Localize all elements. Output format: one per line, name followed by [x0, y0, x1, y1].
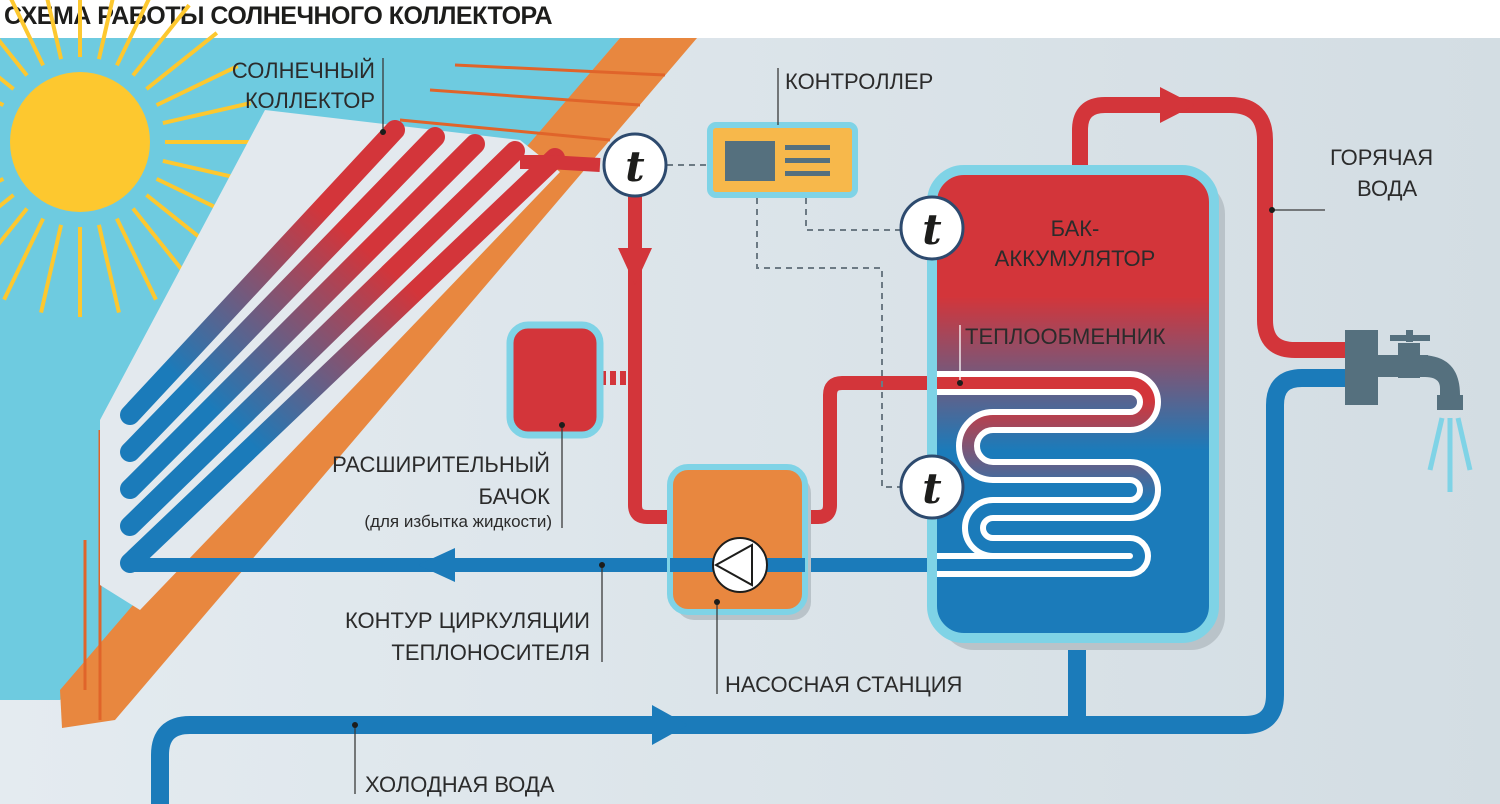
collector-tube	[120, 127, 445, 462]
collector-tube	[120, 148, 565, 573]
temperature-sensor-icon: t	[899, 454, 965, 520]
roof	[60, 38, 697, 728]
svg-text:АККУМУЛЯТОР: АККУМУЛЯТОР	[995, 246, 1156, 271]
sun-ray	[115, 0, 151, 67]
hot-water-pipe	[1072, 97, 1345, 358]
sun-ray	[96, 0, 115, 60]
svg-text:БАЧОК: БАЧОК	[479, 484, 551, 509]
collector-tubes	[120, 120, 565, 573]
svg-text:РАСШИРИТЕЛЬНЫЙ: РАСШИРИТЕЛЬНЫЙ	[332, 452, 550, 477]
cold-water-pipe	[151, 369, 1345, 804]
sun-ray	[0, 75, 15, 91]
svg-text:ТЕПЛОНОСИТЕЛЯ: ТЕПЛОНОСИТЕЛЯ	[391, 640, 590, 665]
svg-text:ТЕПЛООБМЕННИК: ТЕПЛООБМЕННИК	[965, 324, 1166, 349]
controller	[707, 122, 858, 198]
sun-ray	[45, 0, 64, 60]
svg-text:ВОДА: ВОДА	[1357, 176, 1417, 201]
sun-ray	[96, 224, 121, 314]
flow-arrow-icon	[1160, 87, 1195, 123]
label-solar-collector: СОЛНЕЧНЫЙ КОЛЛЕКТОР	[232, 58, 386, 135]
svg-text:БАК-: БАК-	[1051, 216, 1100, 241]
faucet-icon	[1345, 330, 1463, 410]
svg-text:КОНТУР ЦИРКУЛЯЦИИ: КОНТУР ЦИРКУЛЯЦИИ	[345, 608, 590, 633]
svg-text:t: t	[922, 464, 941, 513]
sun-ray	[162, 101, 252, 126]
collector-tube	[120, 134, 485, 499]
heat-exchanger-coil	[937, 371, 1161, 577]
label-expansion-tank: РАСШИРИТЕЛЬНЫЙ БАЧОК (для избытка жидкос…	[332, 422, 565, 531]
sun-ray	[0, 207, 29, 246]
svg-text:СОЛНЕЧНЫЙ: СОЛНЕЧНЫЙ	[232, 58, 375, 83]
svg-text:t: t	[922, 205, 941, 254]
sun-ray	[39, 224, 64, 314]
sun-ray	[0, 38, 29, 77]
label-controller: КОНТРОЛЛЕР	[777, 68, 933, 125]
sun-ray	[131, 207, 191, 281]
svg-text:КОЛЛЕКТОР: КОЛЛЕКТОР	[245, 88, 375, 113]
pump-icon	[712, 537, 768, 593]
sun-icon	[0, 0, 255, 317]
svg-text:КОНТРОЛЛЕР: КОНТРОЛЛЕР	[785, 69, 933, 94]
sun-ray	[131, 3, 191, 77]
water-stream	[1427, 417, 1473, 492]
label-heat-exchanger: ТЕПЛООБМЕННИК	[957, 324, 1166, 386]
svg-text:ХОЛОДНАЯ ВОДА: ХОЛОДНАЯ ВОДА	[365, 772, 555, 797]
sun-ray	[2, 217, 45, 301]
flow-arrow-icon	[652, 705, 688, 745]
label-circulation-circuit: КОНТУР ЦИРКУЛЯЦИИ ТЕПЛОНОСИТЕЛЯ	[345, 562, 605, 665]
label-cold-water: ХОЛОДНАЯ ВОДА	[352, 722, 555, 797]
sun-ray	[0, 193, 15, 209]
flow-arrow-icon	[618, 248, 652, 285]
control-line	[756, 198, 900, 488]
svg-text:ГОРЯЧАЯ: ГОРЯЧАЯ	[1330, 145, 1433, 170]
heat-carrier-hot-pipe	[628, 195, 945, 524]
expansion-tank	[506, 321, 604, 439]
flow-arrow-icon	[418, 548, 455, 582]
sun-ray	[9, 0, 45, 67]
hot-supply-pipe	[520, 155, 601, 172]
diagram-title: СХЕМА РАБОТЫ СОЛНЕЧНОГО КОЛЛЕКТОРА	[4, 2, 553, 30]
temperature-sensor-icon: t	[899, 195, 965, 261]
collector-tube	[120, 141, 525, 536]
label-hot-water: ГОРЯЧАЯ ВОДА	[1269, 145, 1433, 213]
sun-ray	[115, 217, 158, 301]
svg-text:(для избытка жидкости): (для избытка жидкости)	[364, 512, 552, 531]
temperature-sensor-icon: t	[602, 132, 668, 198]
label-pump-station: НАСОСНАЯ СТАНЦИЯ	[714, 599, 962, 697]
sun-ray	[155, 64, 239, 107]
sun-ray	[145, 31, 219, 91]
svg-text:t: t	[625, 142, 644, 191]
collector-tube	[120, 120, 405, 425]
svg-text:НАСОСНАЯ СТАНЦИЯ: НАСОСНАЯ СТАНЦИЯ	[725, 672, 962, 697]
label-tank: БАК- АККУМУЛЯТОР	[995, 216, 1156, 271]
